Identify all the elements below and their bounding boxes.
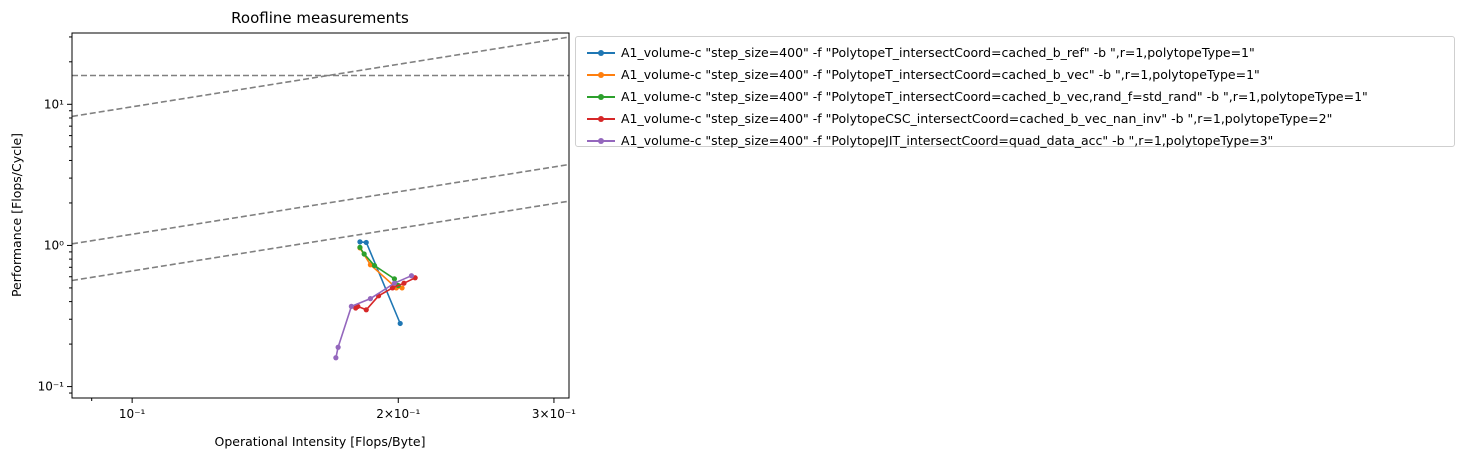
data-point (397, 320, 403, 327)
data-point (367, 296, 374, 302)
plot-area (72, 36, 569, 361)
series-4 (353, 275, 418, 313)
x-tick-label: 10⁻¹ (119, 407, 146, 421)
legend: A1_volume-c "step_size=400" -f "Polytope… (575, 36, 1455, 148)
data-point (348, 303, 354, 309)
roofline-line-2 (72, 36, 569, 118)
x-axis-ticks: 10⁻¹ 2×10⁻¹ 3×10⁻¹ (91, 398, 576, 421)
y-axis-ticks: 10⁻¹ 10⁰ 10¹ (38, 36, 72, 394)
data-point (361, 251, 367, 257)
legend-swatch-marker (598, 94, 604, 100)
legend-swatch-marker (598, 116, 604, 122)
chart-title: Roofline measurements (231, 9, 409, 27)
y-tick-label: 10⁻¹ (38, 380, 65, 394)
x-tick-label: 3×10⁻¹ (532, 407, 576, 421)
y-axis-label: Performance [Flops/Cycle] (9, 133, 24, 297)
y-tick-label: 10¹ (44, 97, 64, 111)
roofline-line-4 (72, 200, 569, 282)
legend-swatch-marker (598, 138, 604, 144)
x-tick-label: 2×10⁻¹ (376, 407, 420, 421)
legend-item: A1_volume-c "step_size=400" -f "Polytope… (576, 108, 1454, 130)
data-point (371, 262, 378, 269)
legend-item: A1_volume-c "step_size=400" -f "Polytope… (576, 42, 1454, 64)
data-point (357, 239, 363, 245)
x-axis-label: Operational Intensity [Flops/Byte] (215, 434, 426, 449)
legend-label: A1_volume-c "step_size=400" -f "Polytope… (621, 67, 1260, 82)
legend-item: A1_volume-c "step_size=400" -f "Polytope… (576, 64, 1454, 86)
legend-item: A1_volume-c "step_size=400" -f "Polytope… (576, 130, 1454, 152)
data-point (408, 273, 415, 279)
legend-swatch-marker (598, 72, 604, 78)
data-point (399, 285, 405, 291)
data-point (363, 307, 369, 313)
data-point (333, 355, 339, 361)
legend-label: A1_volume-c "step_size=400" -f "Polytope… (621, 133, 1274, 148)
data-point (335, 344, 341, 350)
legend-swatch-marker (598, 50, 604, 56)
data-point (363, 239, 369, 246)
series-5 (333, 273, 415, 361)
data-point (389, 285, 396, 291)
roofline-line-3 (72, 163, 569, 245)
legend-label: A1_volume-c "step_size=400" -f "Polytope… (621, 111, 1333, 126)
legend-label: A1_volume-c "step_size=400" -f "Polytope… (621, 45, 1255, 60)
plot-frame (71, 32, 570, 399)
y-tick-label: 10⁰ (44, 238, 64, 252)
data-point (391, 276, 398, 282)
data-point (357, 244, 363, 250)
series-1 (357, 239, 403, 327)
legend-item: A1_volume-c "step_size=400" -f "Polytope… (576, 86, 1454, 108)
data-point (391, 280, 398, 286)
data-point (401, 280, 407, 286)
legend-label: A1_volume-c "step_size=400" -f "Polytope… (621, 89, 1368, 104)
